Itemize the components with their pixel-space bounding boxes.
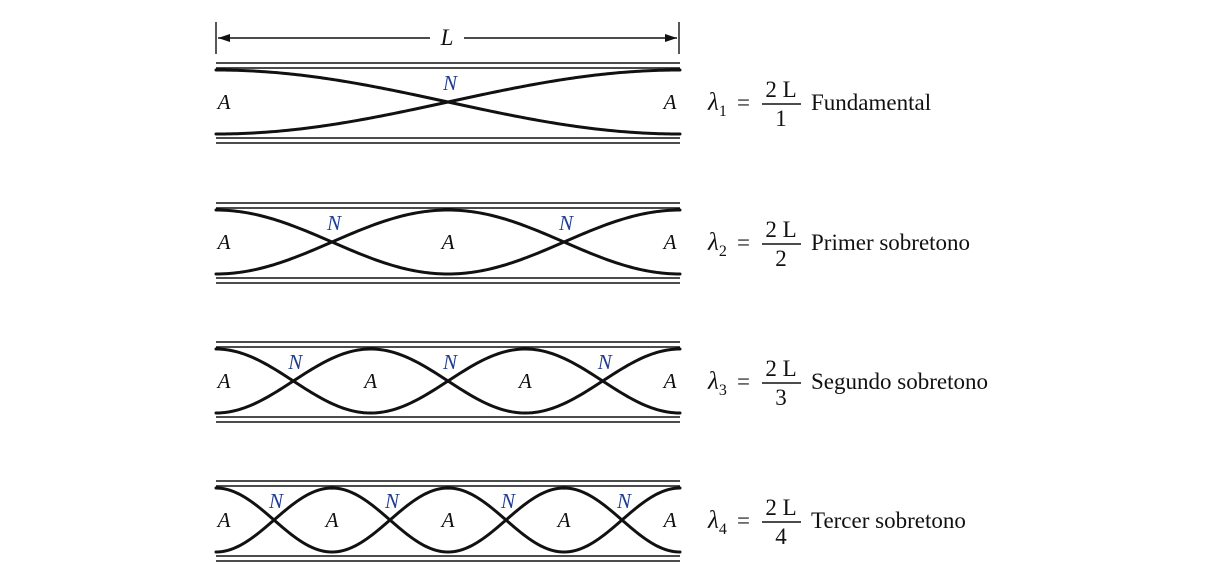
antinode-label: A — [662, 508, 677, 532]
node-label: N — [287, 350, 303, 374]
tubes-group: A A N A A A N N A A A A N N N A A A A A N N N N — [214, 62, 682, 562]
fraction-denominator: 4 — [775, 524, 787, 549]
wave-envelope-upper — [214, 208, 682, 276]
antinode-label: A — [362, 369, 377, 393]
node-label: N — [442, 71, 458, 95]
wave-envelope-lower — [214, 208, 682, 276]
antinode-label: A — [440, 230, 455, 254]
mode-name: Tercer sobretono — [811, 508, 966, 533]
fraction-denominator: 1 — [775, 106, 787, 131]
length-dimension: L — [215, 22, 680, 54]
node-label: N — [500, 489, 516, 513]
equals-sign: = — [737, 230, 750, 255]
node-label: N — [384, 489, 400, 513]
antinode-label: A — [662, 230, 677, 254]
equals-sign: = — [737, 90, 750, 115]
wavelength-symbol: λ3 — [707, 368, 727, 399]
antinode-label: A — [216, 90, 231, 114]
node-label: N — [597, 350, 613, 374]
equation-mode-3: λ3 = 2 L 3 Segundo sobretono — [707, 356, 988, 410]
mode-name: Segundo sobretono — [811, 369, 988, 394]
antinode-label: A — [556, 508, 571, 532]
antinode-label: A — [324, 508, 339, 532]
fraction-numerator: 2 L — [765, 495, 796, 520]
equations-group: λ1 = 2 L 1 Fundamental λ2 = 2 L 2 Primer sobreton… — [707, 77, 988, 549]
fraction-numerator: 2 L — [765, 356, 796, 381]
node-label: N — [616, 489, 632, 513]
dimension-arrow-left — [218, 34, 230, 42]
wave-envelope-lower — [214, 486, 682, 554]
antinode-label: A — [216, 508, 231, 532]
wave-envelope-upper — [214, 486, 682, 554]
node-label: N — [326, 211, 342, 235]
mode-name: Primer sobretono — [811, 230, 970, 255]
antinode-label: A — [517, 369, 532, 393]
fraction-denominator: 2 — [775, 246, 787, 271]
node-label: N — [268, 489, 284, 513]
dimension-arrow-right — [665, 34, 677, 42]
node-label: N — [558, 211, 574, 235]
equation-mode-2: λ2 = 2 L 2 Primer sobretono — [707, 217, 970, 271]
node-label: N — [442, 350, 458, 374]
antinode-label: A — [216, 369, 231, 393]
wave-envelope-lower — [214, 68, 682, 136]
antinode-label: A — [662, 90, 677, 114]
antinode-label: A — [216, 230, 231, 254]
equals-sign: = — [737, 508, 750, 533]
equals-sign: = — [737, 369, 750, 394]
antinode-label: A — [440, 508, 455, 532]
wavelength-symbol: λ4 — [707, 507, 727, 538]
equation-mode-4: λ4 = 2 L 4 Tercer sobretono — [707, 495, 966, 549]
equation-mode-1: λ1 = 2 L 1 Fundamental — [707, 77, 931, 131]
fraction-numerator: 2 L — [765, 217, 796, 242]
dimension-label: L — [440, 25, 454, 50]
fraction-denominator: 3 — [775, 385, 787, 410]
wave-envelope-lower — [214, 347, 682, 415]
antinode-label: A — [662, 369, 677, 393]
fraction-numerator: 2 L — [765, 77, 796, 102]
mode-name: Fundamental — [811, 90, 931, 115]
wavelength-symbol: λ2 — [707, 229, 727, 260]
wavelength-symbol: λ1 — [707, 89, 727, 120]
